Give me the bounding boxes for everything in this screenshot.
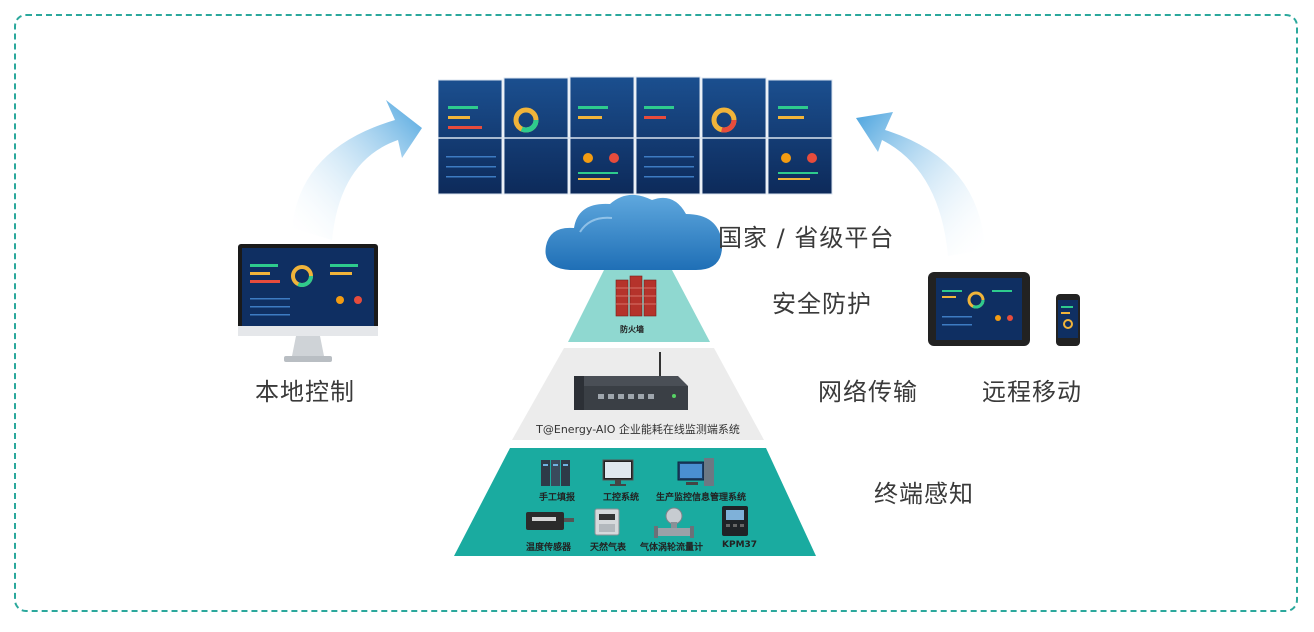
- device-label: 温度传感器: [526, 543, 572, 553]
- turbine-flowmeter-icon: [654, 507, 694, 538]
- screen-panel: [438, 76, 833, 195]
- device-label: 工控系统: [603, 493, 640, 503]
- workstation-icon: [677, 458, 714, 486]
- monitor-icon: [602, 459, 634, 486]
- smartphone-icon: [1056, 294, 1080, 346]
- temperature-sensor-icon: [526, 512, 574, 530]
- layer-label-platform: 国家 / 省级平台: [718, 224, 895, 252]
- firewall-icon: [615, 275, 657, 317]
- cloud-icon: [545, 194, 723, 270]
- device-label: 气体涡轮流量计: [640, 543, 704, 553]
- donut-chart-icon: [513, 107, 737, 133]
- layer-label-terminal: 终端感知: [874, 480, 974, 508]
- device-label: 天然气表: [590, 543, 627, 553]
- server-rack-icon: [541, 460, 570, 486]
- gateway-device-icon: [574, 352, 688, 410]
- device-label: 生产监控信息管理系统: [656, 493, 747, 503]
- donut-chart-icon: [291, 265, 313, 287]
- power-meter-icon: [722, 506, 748, 536]
- arrow-local-to-platform: [292, 100, 422, 240]
- device-label: 手工填报: [539, 493, 576, 503]
- arrow-remote-to-platform: [856, 112, 985, 256]
- tablet-icon: [928, 272, 1030, 346]
- remote-mobile-label: 远程移动: [982, 378, 1082, 406]
- local-control-label: 本地控制: [255, 378, 355, 406]
- video-wall-screens: [438, 76, 833, 195]
- layer-label-network: 网络传输: [818, 378, 918, 406]
- bar-indicators: [446, 106, 818, 180]
- layer-label-security: 安全防护: [772, 290, 872, 318]
- firewall-label: 防火墙: [620, 325, 644, 334]
- gateway-label: T@Energy-AIO 企业能耗在线监测端系统: [536, 423, 740, 436]
- device-label: KPM37: [722, 540, 758, 550]
- donut-chart-icon: [967, 291, 985, 309]
- gas-meter-icon: [594, 508, 620, 536]
- dashed-border-frame: [14, 14, 1298, 612]
- desktop-monitor-icon: [238, 244, 378, 362]
